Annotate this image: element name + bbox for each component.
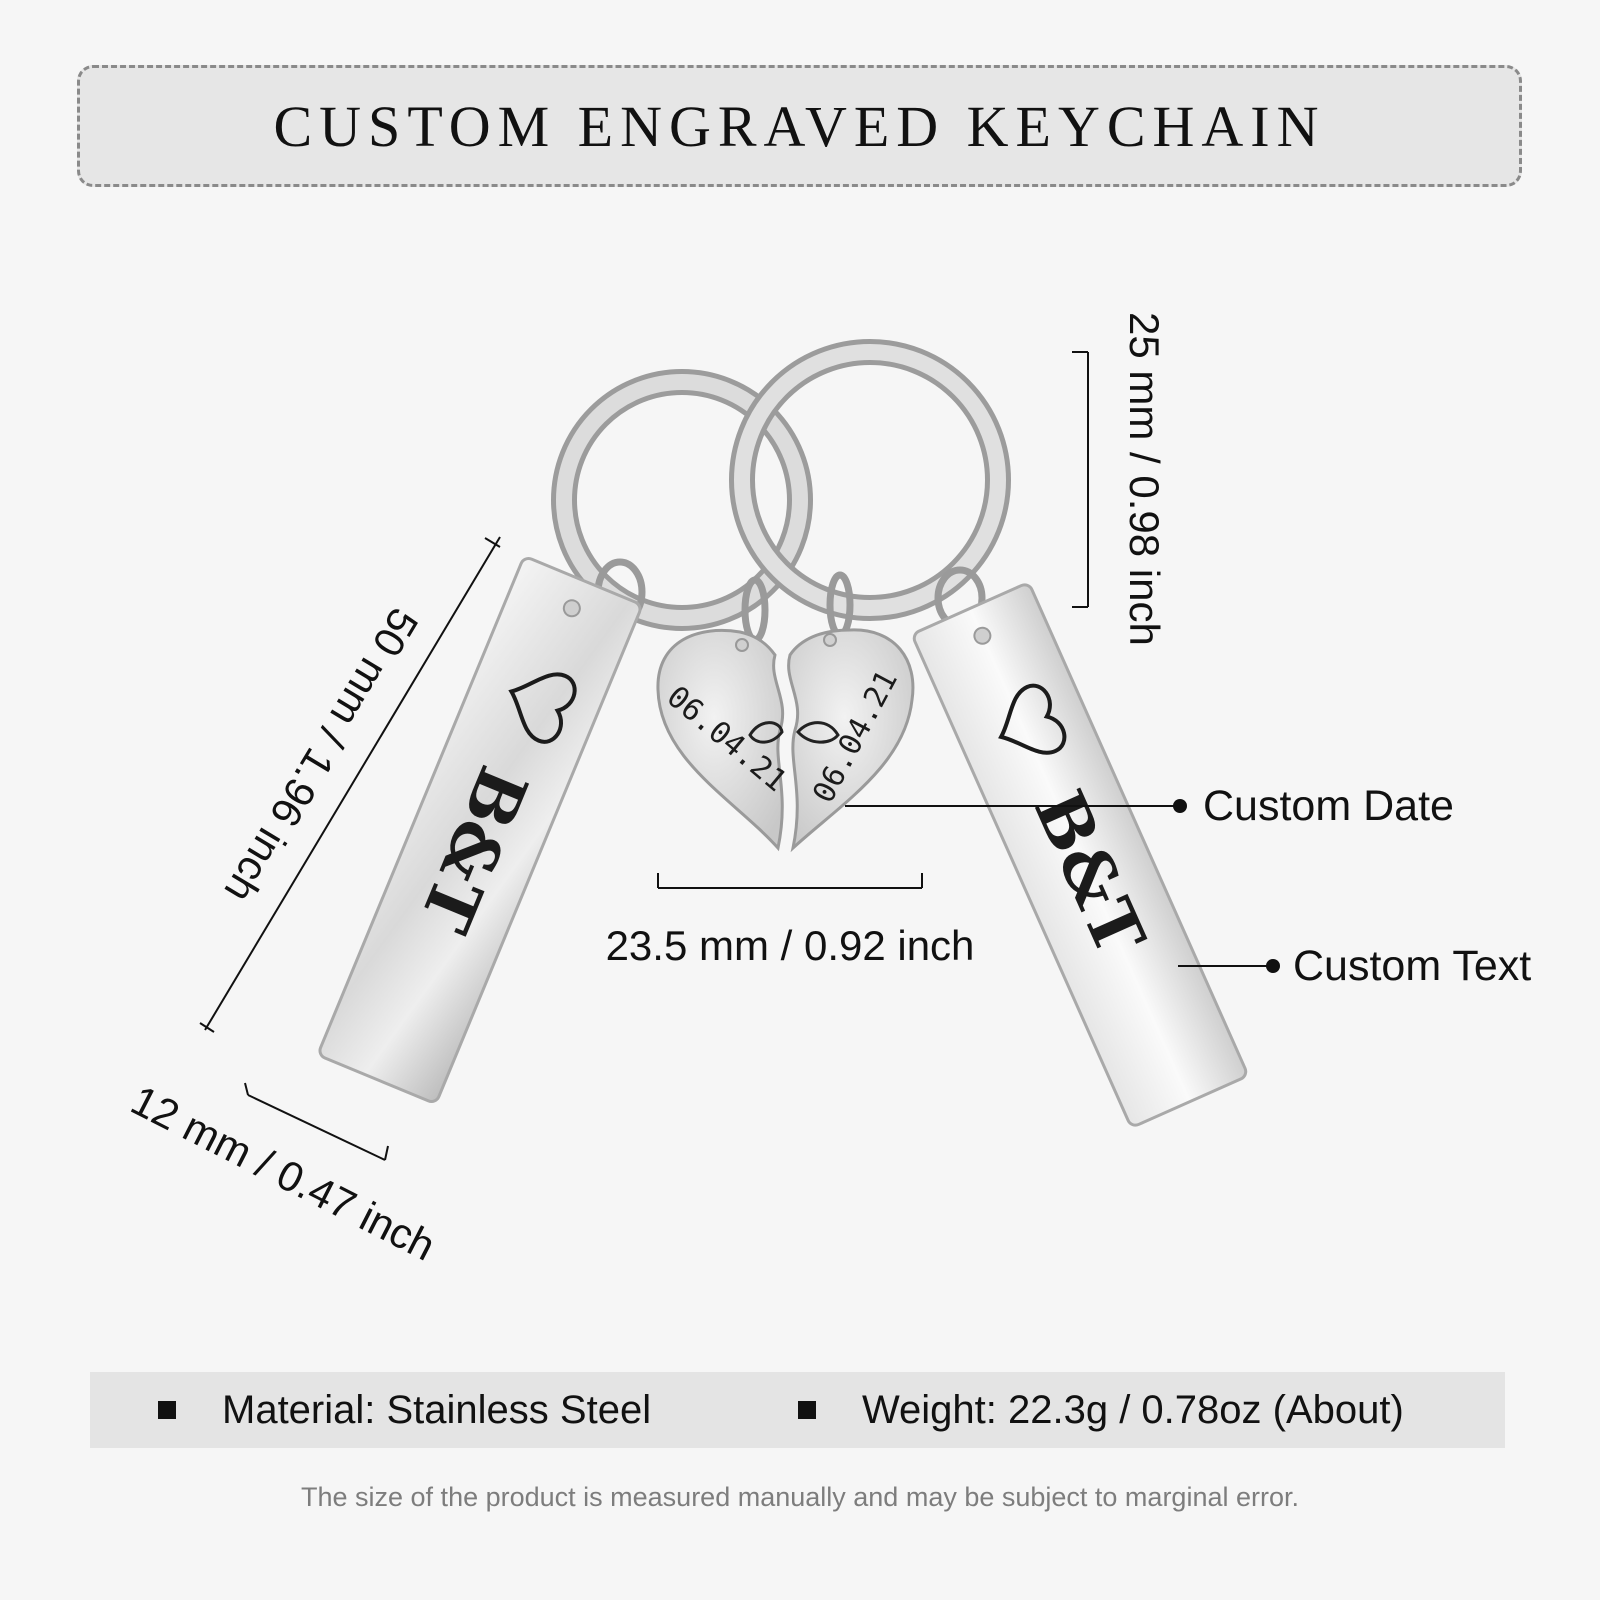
- custom-date-label: Custom Date: [1203, 782, 1454, 830]
- custom-text-label: Custom Text: [1293, 942, 1531, 990]
- square-bullet-icon: [798, 1401, 816, 1419]
- heart-outline-icon: [998, 683, 1067, 755]
- callout-custom-text: Custom Text: [1178, 942, 1531, 990]
- spec-material: Material: Stainless Steel: [158, 1372, 651, 1448]
- heart-pendant: 06.04.21 06.04.21: [656, 628, 915, 853]
- title-banner: CUSTOM ENGRAVED KEYCHAIN: [77, 65, 1522, 187]
- footnote: The size of the product is measured manu…: [301, 1482, 1299, 1512]
- dimension-bar-width: 12 mm / 0.47 inch: [124, 1076, 443, 1269]
- spec-weight: Weight: 22.3g / 0.78oz (About): [798, 1372, 1404, 1448]
- right-bar-tag: B&T: [912, 583, 1248, 1127]
- page-title: CUSTOM ENGRAVED KEYCHAIN: [273, 93, 1326, 159]
- square-bullet-icon: [158, 1401, 176, 1419]
- spec-weight-text: Weight: 22.3g / 0.78oz (About): [862, 1387, 1404, 1432]
- key-ring-left: [551, 369, 813, 631]
- spec-material-text: Material: Stainless Steel: [222, 1387, 652, 1432]
- dimension-ring-diameter: 25 mm / 0.98 inch: [1072, 312, 1168, 646]
- key-ring-right: [729, 339, 1011, 621]
- specs-bar: Material: Stainless Steel Weight: 22.3g …: [90, 1372, 1505, 1448]
- ring-diameter-label: 25 mm / 0.98 inch: [1121, 312, 1168, 646]
- bar-width-label: 12 mm / 0.47 inch: [124, 1076, 443, 1269]
- callout-custom-date: Custom Date: [845, 782, 1454, 830]
- heart-width-label: 23.5 mm / 0.92 inch: [606, 922, 975, 969]
- heart-outline-icon: [508, 672, 577, 744]
- dimension-heart-width: 23.5 mm / 0.92 inch: [606, 873, 975, 969]
